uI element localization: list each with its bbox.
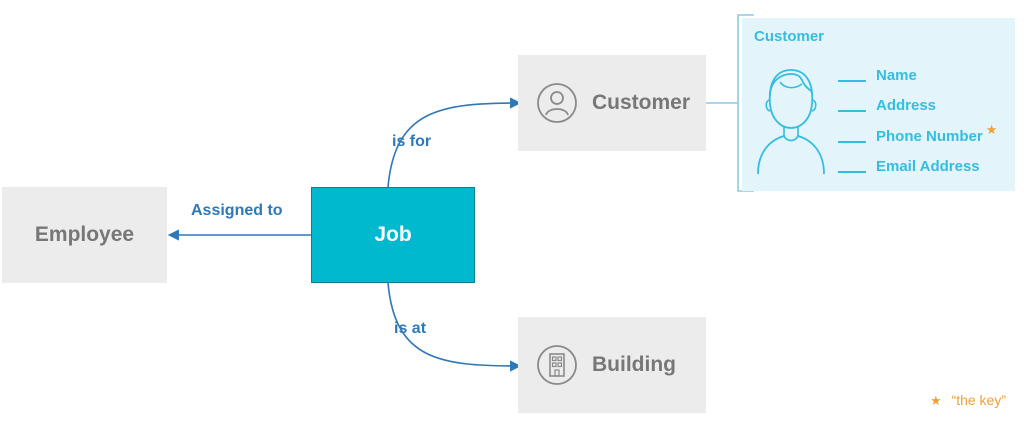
edge-label-is-at: is at (394, 320, 427, 337)
customer-node: Customer (518, 55, 706, 151)
field-email-label: Email Address (876, 158, 980, 175)
edge-is-at (387, 282, 522, 372)
building-icon (537, 345, 577, 385)
key-legend: ★ “the key” (930, 392, 1006, 409)
person-outline-icon (757, 69, 825, 175)
field-email-address: Email Address (838, 158, 980, 175)
detail-panel-title: Customer (754, 28, 825, 45)
edge-label-assigned-to: Assigned to (191, 202, 283, 219)
key-star-icon: ★ (985, 121, 998, 137)
legend-text: “the key” (951, 392, 1007, 408)
user-circle-icon (537, 83, 577, 123)
customer-detail-panel: Customer Name Address Phone Number ★ Ema… (742, 18, 1015, 191)
legend-star-icon: ★ (930, 393, 942, 408)
building-label: Building (592, 353, 676, 376)
job-label: Job (374, 223, 412, 246)
field-phone-number: Phone Number ★ (838, 122, 997, 145)
detail-bracket (737, 14, 754, 192)
field-phone-label: Phone Number (876, 128, 983, 145)
building-node: Building (518, 317, 706, 413)
edge-label-is-for: is for (392, 133, 432, 150)
edge-is-for (387, 97, 522, 188)
employee-label: Employee (34, 223, 135, 246)
field-dash (838, 140, 866, 143)
customer-label: Customer (592, 91, 691, 114)
field-address-label: Address (876, 97, 937, 114)
employee-node: Employee (2, 187, 167, 283)
field-name-label: Name (876, 67, 917, 84)
field-dash (838, 79, 866, 82)
field-address: Address (838, 97, 936, 114)
job-node: Job (311, 187, 475, 283)
field-dash (838, 109, 866, 112)
field-name: Name (838, 67, 917, 84)
field-dash (838, 170, 866, 173)
